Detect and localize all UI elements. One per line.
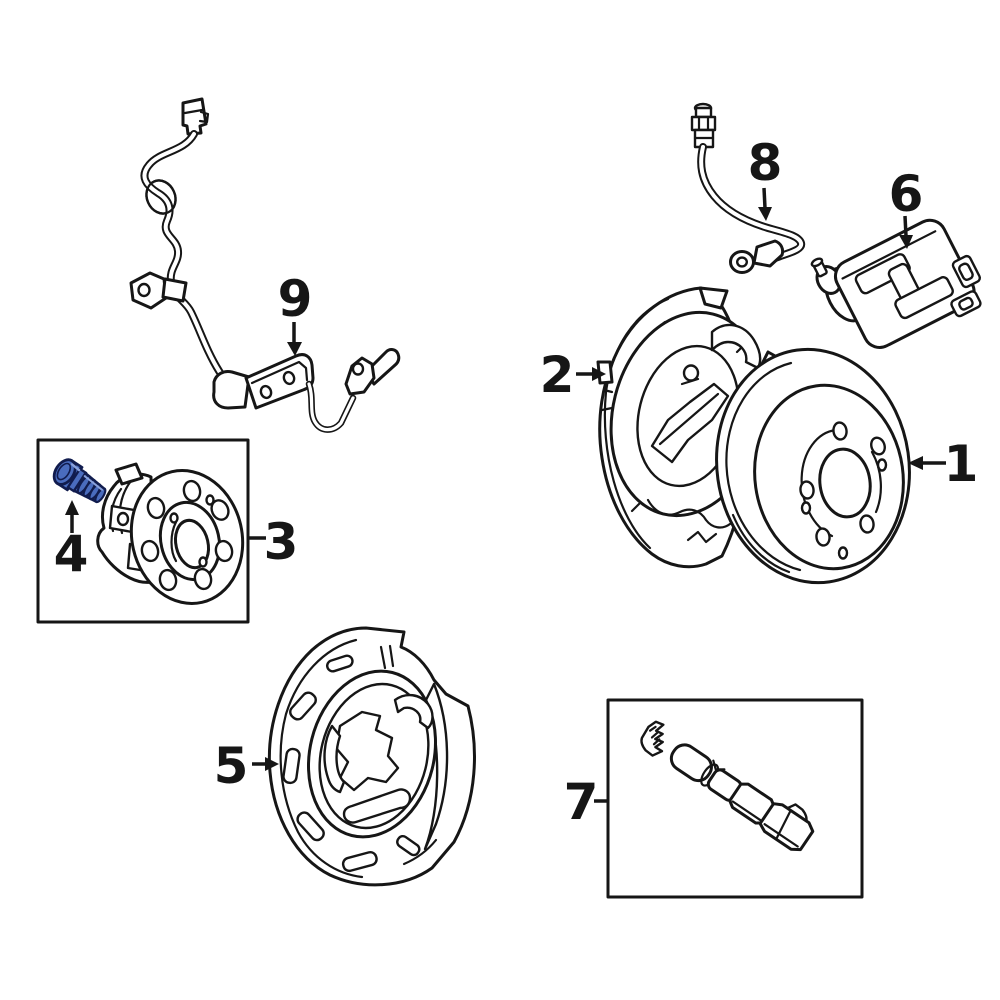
arrowhead [899, 235, 913, 249]
arrowhead [287, 342, 302, 356]
hub-bolt-hole [140, 539, 160, 563]
callout-6-number: 6 [889, 165, 924, 223]
shield-cutout-center [334, 710, 400, 792]
hub-bolt-hole [158, 568, 178, 592]
brake-hose [690, 102, 806, 274]
brake-backing-plate [596, 286, 790, 569]
shield-slot [296, 811, 325, 842]
arrowhead [758, 207, 772, 221]
callout-2-number: 2 [540, 346, 575, 404]
lug-hole [832, 421, 848, 441]
retaining-clip [640, 720, 665, 757]
callout-9: 9 [278, 270, 313, 356]
callout-4: 4 [54, 500, 89, 583]
arrowhead [265, 757, 279, 771]
rotor-center-hole [818, 447, 872, 519]
callout-8: 8 [748, 134, 783, 221]
shield-slot [396, 834, 421, 857]
hub-bolt-hole [182, 479, 202, 503]
hub-bolt-hole [210, 499, 230, 521]
callout-1: 1 [908, 435, 978, 493]
wheel-stud [52, 458, 107, 504]
backing-plate-flap [698, 286, 729, 310]
sensor-connector [181, 97, 208, 136]
abs-speed-sensor [129, 97, 401, 433]
callouts: 1 2 3 4 5 6 7 [54, 134, 979, 831]
callout-7-number: 7 [564, 773, 599, 831]
arrowhead [592, 367, 606, 381]
callout-8-number: 8 [748, 134, 783, 192]
shield-slot [341, 850, 378, 873]
callout-1-number: 1 [944, 435, 979, 493]
hose-fitting-hex [690, 115, 717, 132]
lug-hole [870, 436, 886, 456]
hardware-kit-box [606, 698, 864, 899]
lug-hole [859, 514, 875, 534]
callout-6: 6 [889, 165, 924, 249]
callout-5-number: 5 [214, 737, 249, 795]
wheel-hub-assembly [96, 462, 245, 605]
callout-7: 7 [564, 773, 607, 831]
upper-shoe-arc [710, 323, 762, 370]
cable-clamp [161, 277, 188, 303]
shield-cutout-upper [393, 693, 434, 730]
callout-5: 5 [214, 737, 279, 795]
pad-pin-sleeve-set [669, 743, 815, 852]
hose-fitting-top [694, 106, 713, 119]
shield-cutout-bottom [342, 788, 412, 824]
axle-opening [650, 382, 730, 464]
shield-slot [289, 691, 317, 721]
shield-cutout-left [323, 724, 346, 794]
lug-hole [815, 527, 831, 547]
shield-slot [282, 747, 301, 785]
arrowhead [65, 500, 79, 515]
hub-bolt-hole [146, 496, 166, 520]
shoe-springs [646, 498, 732, 529]
arrowhead [908, 456, 923, 470]
callout-3-number: 3 [264, 513, 299, 571]
splash-shield [267, 626, 476, 887]
callout-4-number: 4 [54, 525, 89, 583]
sensor-cable [140, 130, 244, 395]
callout-9-number: 9 [278, 270, 313, 328]
hub-bolt-hole [214, 539, 234, 563]
sensor-boot [212, 370, 251, 410]
hub-bolt-hole [193, 567, 213, 591]
brake-rotor [715, 347, 911, 585]
shield-slot [326, 654, 354, 673]
hub-center-hole [174, 518, 210, 570]
callout-2: 2 [540, 346, 606, 404]
banjo-fitting [752, 239, 785, 268]
lug-hole [799, 480, 815, 500]
callout-3: 3 [249, 513, 298, 571]
brake-caliper [810, 218, 982, 349]
